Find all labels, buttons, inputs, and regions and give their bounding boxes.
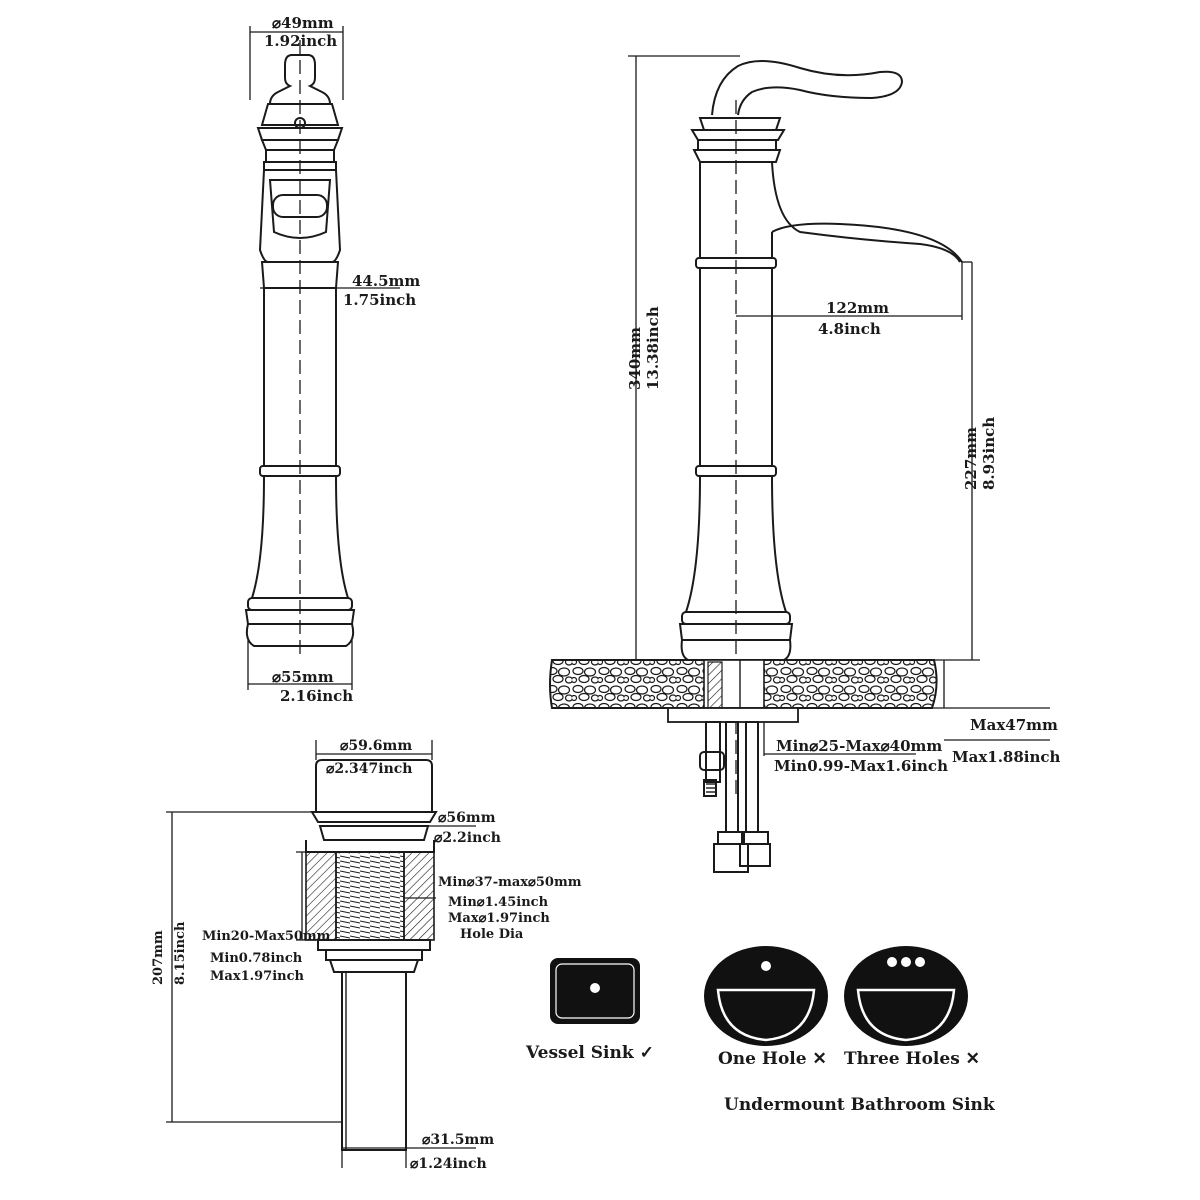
drain-flange-mm: ⌀56mm (438, 810, 496, 826)
vessel-sink-icon (550, 958, 640, 1024)
drain-thickness-inch-max: Max1.97inch (210, 969, 305, 984)
side-spout-dimension: 44.5mm 1.75inch (260, 272, 420, 309)
drain-cap-mm: ⌀59.6mm (340, 738, 412, 754)
drain-flange-dimension: ⌀56mm ⌀2.2inch (428, 810, 501, 846)
front-height-mm: 340mm (626, 327, 644, 390)
drain-thickness-inch-min: Min0.78inch (210, 951, 303, 966)
front-total-height-dimension: 340mm 13.38inch (626, 55, 740, 660)
drain-hole-inch-max: Max⌀1.97inch (448, 911, 550, 926)
drain-cap-inch: ⌀2.347inch (326, 761, 412, 777)
hole-dia-inch: Min0.99-Max1.6inch (774, 757, 948, 775)
hole-dia-mm: Min⌀25-Max⌀40mm (776, 737, 942, 755)
drain-height-dimension: 207mm 8.15inch (151, 811, 342, 1123)
front-spout-height-mm: 227mm (962, 427, 980, 490)
drain-cap-dimension: ⌀59.6mm ⌀2.347inch (315, 738, 433, 777)
undermount-label: Undermount Bathroom Sink (724, 1095, 996, 1115)
front-counter-thickness-dimension: Max47mm Max1.88inch (932, 660, 1061, 766)
three-holes-label: Three Holes ✕ (844, 1049, 980, 1069)
drain-hole-dimension: Min⌀37-max⌀50mm Min⌀1.45inch Max⌀1.97inc… (404, 875, 582, 942)
one-hole-sink-icon (704, 946, 828, 1046)
counter-thickness-mm: Max47mm (970, 716, 1058, 734)
side-spout-dim-mm: 44.5mm (352, 272, 420, 290)
drain-tube-inch: ⌀1.24inch (410, 1156, 487, 1172)
front-spout-height-inch: 8.93inch (980, 417, 998, 490)
side-top-dimension: ⌀49mm 1.92inch (249, 14, 344, 100)
side-top-dim-inch: 1.92inch (264, 32, 337, 50)
side-view-faucet (244, 40, 356, 660)
front-reach-dimension: 122mm 4.8inch (736, 262, 963, 338)
front-hole-dimension: Min⌀25-Max⌀40mm Min0.99-Max1.6inch (763, 722, 948, 775)
drain-assembly (305, 759, 438, 1151)
front-spout-height-dimension: 227mm 8.93inch (934, 261, 998, 661)
drain-height-inch: 8.15inch (173, 921, 188, 985)
front-reach-inch: 4.8inch (818, 320, 881, 338)
drain-tube-mm: ⌀31.5mm (422, 1132, 494, 1148)
vessel-sink-label: Vessel Sink ✓ (525, 1043, 654, 1063)
one-hole-label: One Hole ✕ (718, 1049, 827, 1069)
drain-hole-inch-min: Min⌀1.45inch (448, 895, 549, 910)
front-reach-mm: 122mm (826, 299, 889, 317)
side-base-dimension: ⌀55mm 2.16inch (247, 640, 353, 705)
drain-tube-dimension: ⌀31.5mm ⌀1.24inch (341, 1132, 494, 1172)
drain-thickness-dimension: Min20-Max50mm Min0.78inch Max1.97inch (202, 851, 331, 984)
countertop-section (549, 659, 938, 873)
drain-height-mm: 207mm (151, 930, 166, 985)
three-holes-sink-icon (844, 946, 968, 1046)
side-base-dim-mm: ⌀55mm (272, 668, 334, 686)
side-top-dim-mm: ⌀49mm (272, 14, 334, 32)
front-height-inch: 13.38inch (644, 306, 662, 390)
counter-thickness-inch: Max1.88inch (952, 748, 1061, 766)
drain-hole-label: Hole Dia (460, 927, 524, 942)
side-base-dim-inch: 2.16inch (280, 687, 353, 705)
drain-hole-mm: Min⌀37-max⌀50mm (438, 875, 582, 890)
drain-flange-inch: ⌀2.2inch (434, 830, 501, 846)
side-spout-dim-inch: 1.75inch (343, 291, 416, 309)
drain-thickness-mm: Min20-Max50mm (202, 929, 331, 944)
